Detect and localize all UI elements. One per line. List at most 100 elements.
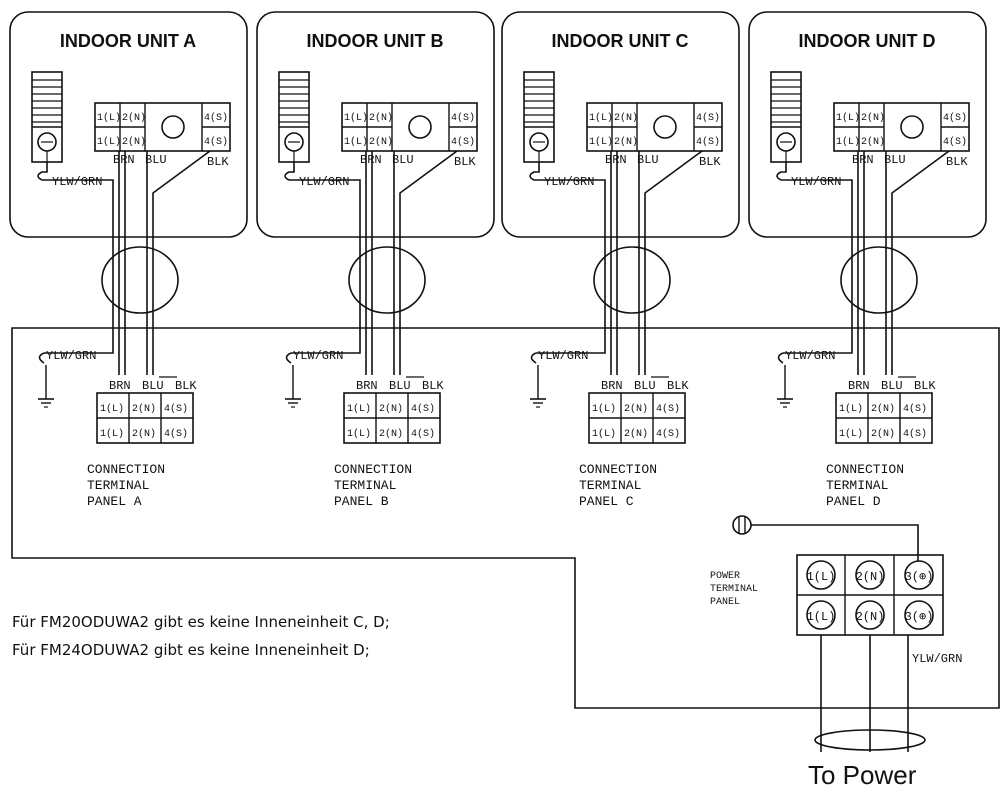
wire-label-brn: BRN [113, 153, 135, 167]
indoor-terminal-2: 2(N) [614, 112, 638, 124]
indoor-terminal-2: 2(N) [369, 136, 393, 148]
connection-panel-label: PANEL A [87, 494, 142, 509]
connection-terminal-3: 4(S) [656, 403, 680, 415]
connection-panel-label: CONNECTION [579, 462, 657, 477]
wire-blk [644, 150, 703, 375]
cable-bundle-ellipse [840, 246, 918, 314]
wire-label-blu: BLU [145, 153, 167, 167]
indoor-terminal-2: 2(N) [369, 112, 393, 124]
connection-terminal-3: 4(S) [164, 428, 188, 440]
ground-wire-hook [530, 352, 537, 364]
connection-terminal-1: 1(L) [839, 403, 863, 415]
wire-label-blu: BLU [637, 153, 659, 167]
indoor-terminal-1: 1(L) [344, 112, 368, 124]
ground-wire-run [781, 179, 853, 354]
wire-label-blu: BLU [884, 153, 906, 167]
plug-ground-wire [751, 524, 919, 561]
wire-label-ylw-grn: YLW/GRN [785, 349, 835, 363]
wire-label-blu: BLU [634, 379, 656, 393]
ground-wire-hook [38, 352, 45, 364]
connection-panel-label: TERMINAL [826, 478, 888, 493]
indoor-unit-box [256, 11, 495, 238]
power-terminal-circle [855, 560, 885, 590]
connection-terminal-1: 1(L) [100, 403, 124, 415]
terminal-screw-icon [408, 115, 432, 139]
indoor-terminal-1: 1(L) [97, 112, 121, 124]
wire-label-blk: BLK [422, 379, 444, 393]
ground-wire-run [289, 179, 361, 354]
indoor-terminal-1: 1(L) [836, 112, 860, 124]
cable-bundle-ellipse [101, 246, 179, 314]
connection-terminal-1: 1(L) [347, 403, 371, 415]
supply-cable-bundle [814, 729, 926, 751]
indoor-unit-box [501, 11, 740, 238]
wire-label-ylw-grn: YLW/GRN [912, 652, 962, 666]
connection-terminal-1: 1(L) [592, 403, 616, 415]
to-power-label: To Power [808, 760, 917, 790]
wire-label-blk: BLK [946, 155, 968, 169]
wire-blk [891, 150, 950, 375]
connection-panel-label: TERMINAL [334, 478, 396, 493]
connection-terminal-3: 4(S) [411, 428, 435, 440]
indoor-terminal-4: 4(S) [943, 112, 967, 124]
terminal-screw-icon [653, 115, 677, 139]
power-terminal-label: 1(L) [807, 570, 836, 584]
connection-panel-label: TERMINAL [579, 478, 641, 493]
indoor-unit-c: INDOOR UNIT C1(L)2(N)4(S)1(L)2(N)4(S)BRN… [501, 11, 740, 509]
ground-wire [529, 162, 540, 181]
note-line-2: Für FM24ODUWA2 gibt es keine Inneneinhei… [12, 641, 370, 659]
connection-terminal-2: 2(N) [379, 403, 403, 415]
wire-label-ylw-grn: YLW/GRN [299, 175, 349, 189]
outdoor-unit-outline [11, 327, 1000, 709]
wire-label-brn: BRN [109, 379, 131, 393]
indoor-terminal-4: 4(S) [696, 112, 720, 124]
wire-label-brn: BRN [356, 379, 378, 393]
wire-label-blk: BLK [667, 379, 689, 393]
indoor-terminal-4: 4(S) [204, 136, 228, 148]
indoor-terminal-1: 1(L) [97, 136, 121, 148]
terminal-screw-icon [900, 115, 924, 139]
power-terminal-label: 3(⊕) [905, 610, 934, 624]
connection-terminal-1: 1(L) [347, 428, 371, 440]
connection-panel-label: PANEL B [334, 494, 389, 509]
ground-wire [284, 162, 295, 181]
wire-label-brn: BRN [605, 153, 627, 167]
power-terminal-label: 1(L) [807, 610, 836, 624]
connection-terminal-2: 2(N) [624, 403, 648, 415]
indoor-unit-title: INDOOR UNIT D [799, 31, 936, 51]
indoor-terminal-4: 4(S) [943, 136, 967, 148]
wire-label-blk: BLK [454, 155, 476, 169]
wire-label-blu: BLU [389, 379, 411, 393]
indoor-unit-title: INDOOR UNIT C [552, 31, 689, 51]
power-terminal-circle [904, 560, 934, 590]
wire-label-ylw-grn: YLW/GRN [538, 349, 588, 363]
ground-wire-run [42, 179, 114, 354]
indoor-terminal-2: 2(N) [861, 136, 885, 148]
indoor-unit-b: INDOOR UNIT B1(L)2(N)4(S)1(L)2(N)4(S)BRN… [256, 11, 495, 509]
cable-bundle-ellipse [593, 246, 671, 314]
wire-label-ylw-grn: YLW/GRN [293, 349, 343, 363]
wire-label-ylw-grn: YLW/GRN [791, 175, 841, 189]
indoor-unit-box [748, 11, 987, 238]
wire-label-blu: BLU [392, 153, 414, 167]
wire-label-brn: BRN [848, 379, 870, 393]
power-terminal-circle [904, 600, 934, 630]
cable-bundle-ellipse [348, 246, 426, 314]
indoor-terminal-1: 1(L) [589, 136, 613, 148]
wire-label-blk: BLK [207, 155, 229, 169]
ground-wire [37, 162, 48, 181]
wire-blk [152, 150, 211, 375]
unit-grille [523, 71, 555, 163]
wire-label-ylw-grn: YLW/GRN [544, 175, 594, 189]
indoor-unit-d: INDOOR UNIT D1(L)2(N)4(S)1(L)2(N)4(S)BRN… [748, 11, 987, 509]
indoor-terminal-4: 4(S) [451, 112, 475, 124]
connection-terminal-1: 1(L) [839, 428, 863, 440]
connection-terminal-2: 2(N) [624, 428, 648, 440]
wire-label-blu: BLU [142, 379, 164, 393]
indoor-terminal-4: 4(S) [204, 112, 228, 124]
connection-terminal-3: 4(S) [656, 428, 680, 440]
wire-label-ylw-grn: YLW/GRN [46, 349, 96, 363]
ground-wire-hook [285, 352, 292, 364]
indoor-terminal-1: 1(L) [589, 112, 613, 124]
